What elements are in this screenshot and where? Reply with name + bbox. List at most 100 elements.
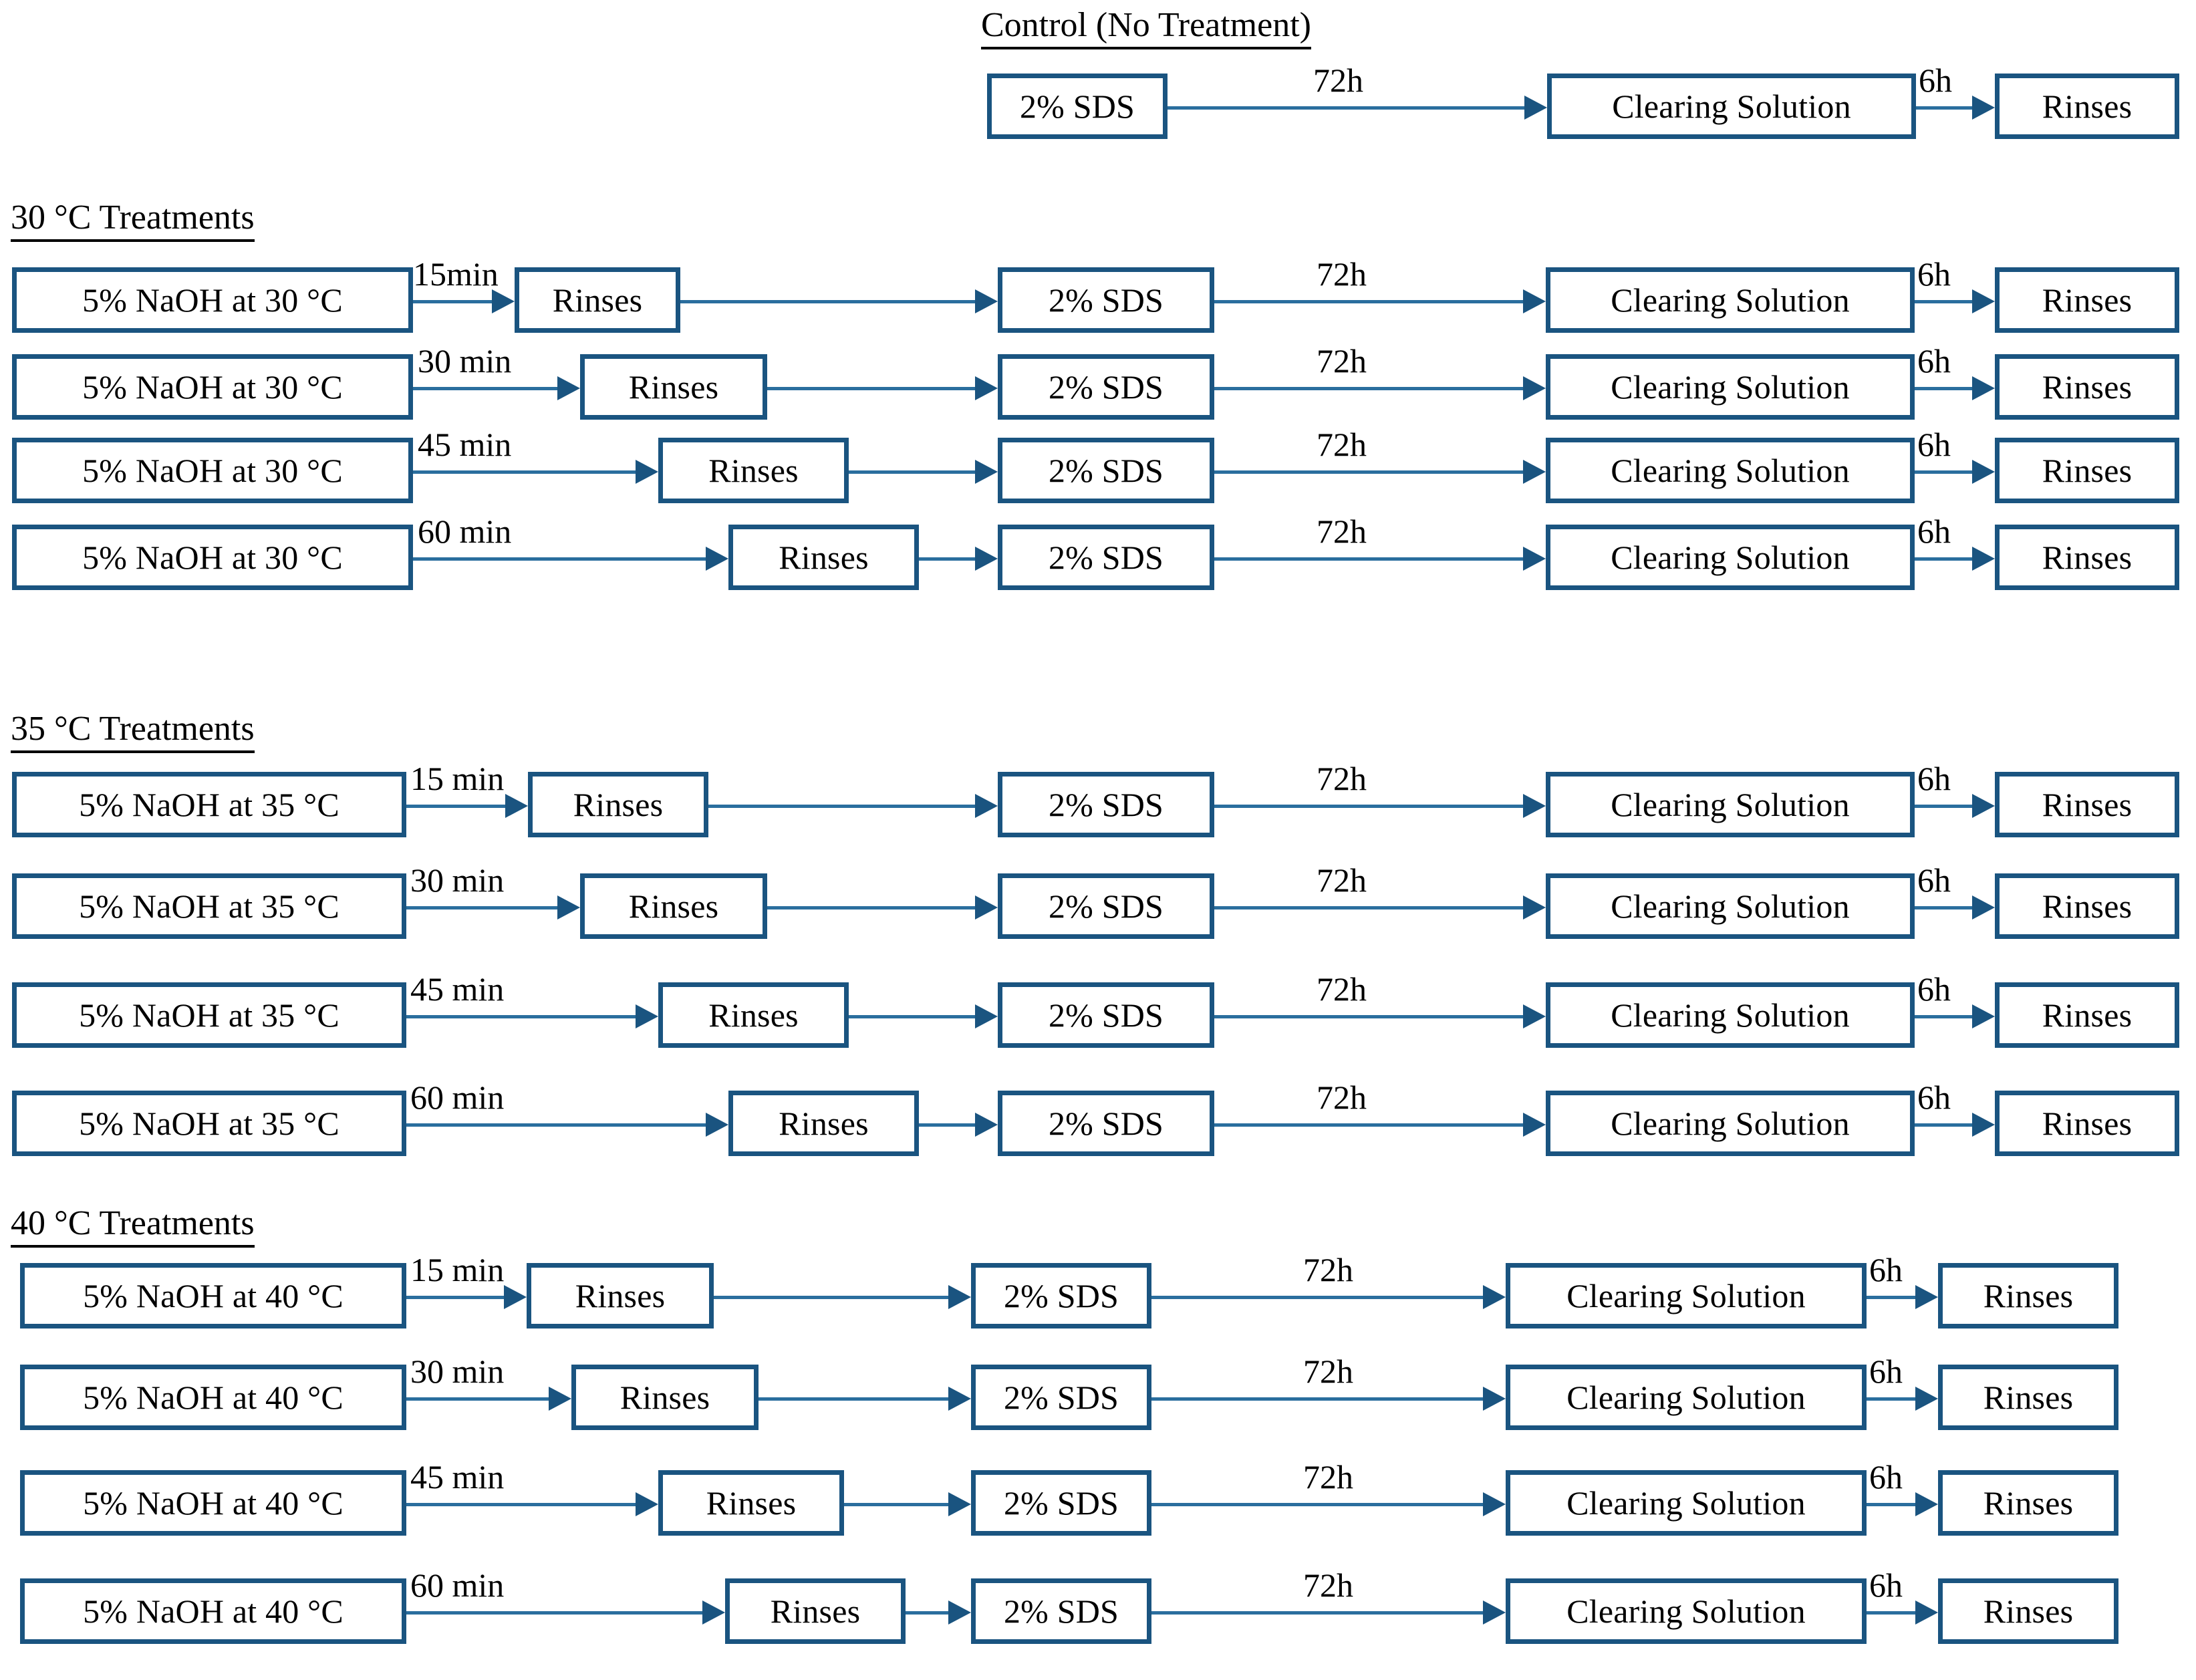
node-clearing-solution[interactable]: Clearing Solution xyxy=(1547,74,1916,139)
node-naoh[interactable]: 5% NaOH at 30 °C xyxy=(12,354,413,420)
node-rinses[interactable]: Rinses xyxy=(528,772,708,837)
node-sds[interactable]: 2% SDS xyxy=(971,1365,1151,1430)
node-naoh[interactable]: 5% NaOH at 40 °C xyxy=(20,1365,406,1430)
node-clearing-solution[interactable]: Clearing Solution xyxy=(1546,438,1915,503)
node-clearing-solution[interactable]: Clearing Solution xyxy=(1506,1578,1867,1644)
node-rinses[interactable]: Rinses xyxy=(580,354,767,420)
node-sds[interactable]: 2% SDS xyxy=(971,1470,1151,1536)
node-clearing-solution[interactable]: Clearing Solution xyxy=(1506,1263,1867,1328)
connector-line xyxy=(919,1123,975,1127)
arrowhead-icon xyxy=(948,1285,971,1309)
node-sds[interactable]: 2% SDS xyxy=(971,1263,1151,1328)
node-rinses-final[interactable]: Rinses xyxy=(1995,1091,2179,1156)
node-rinses[interactable]: Rinses xyxy=(728,1091,919,1156)
node-naoh[interactable]: 5% NaOH at 40 °C xyxy=(20,1578,406,1644)
connector-line xyxy=(680,300,975,303)
node-naoh[interactable]: 5% NaOH at 30 °C xyxy=(12,267,413,333)
node-clearing-solution[interactable]: Clearing Solution xyxy=(1546,873,1915,939)
node-clearing-solution[interactable]: Clearing Solution xyxy=(1546,354,1915,420)
node-label: Rinses xyxy=(708,452,799,489)
node-sds[interactable]: 2% SDS xyxy=(971,1578,1151,1644)
node-rinses-final[interactable]: Rinses xyxy=(1995,354,2179,420)
node-rinses-final[interactable]: Rinses xyxy=(1938,1365,2118,1430)
node-rinses-final[interactable]: Rinses xyxy=(1995,74,2179,139)
node-label: 2% SDS xyxy=(1048,281,1164,319)
node-rinses-final[interactable]: Rinses xyxy=(1995,982,2179,1048)
node-sds[interactable]: 2% SDS xyxy=(998,1091,1214,1156)
duration-label: 60 min xyxy=(410,1566,505,1604)
duration-label: 6h xyxy=(1917,1079,1951,1116)
node-rinses-final[interactable]: Rinses xyxy=(1995,438,2179,503)
node-naoh[interactable]: 5% NaOH at 40 °C xyxy=(20,1470,406,1536)
node-clearing-solution[interactable]: Clearing Solution xyxy=(1546,1091,1915,1156)
node-sds[interactable]: 2% SDS xyxy=(987,74,1168,139)
node-naoh[interactable]: 5% NaOH at 35 °C xyxy=(12,873,406,939)
node-clearing-solution[interactable]: Clearing Solution xyxy=(1506,1470,1867,1536)
node-naoh[interactable]: 5% NaOH at 30 °C xyxy=(12,525,413,590)
node-naoh[interactable]: 5% NaOH at 40 °C xyxy=(20,1263,406,1328)
duration-label: 30 min xyxy=(410,861,505,899)
node-clearing-solution[interactable]: Clearing Solution xyxy=(1546,267,1915,333)
node-label: Rinses xyxy=(2042,368,2133,406)
arrowhead-icon xyxy=(1523,289,1546,313)
node-sds[interactable]: 2% SDS xyxy=(998,438,1214,503)
arrowhead-icon xyxy=(975,1113,998,1137)
node-label: Rinses xyxy=(1983,1277,2074,1314)
node-sds[interactable]: 2% SDS xyxy=(998,525,1214,590)
node-sds[interactable]: 2% SDS xyxy=(998,772,1214,837)
arrowhead-icon xyxy=(636,1004,658,1028)
node-label: 2% SDS xyxy=(1003,1379,1119,1416)
node-rinses[interactable]: Rinses xyxy=(571,1365,759,1430)
duration-label: 6h xyxy=(1869,1251,1903,1288)
arrowhead-icon xyxy=(636,460,658,484)
arrowhead-icon xyxy=(1972,1113,1995,1137)
node-sds[interactable]: 2% SDS xyxy=(998,354,1214,420)
connector-line xyxy=(1915,805,1972,808)
node-naoh[interactable]: 5% NaOH at 35 °C xyxy=(12,772,406,837)
node-naoh[interactable]: 5% NaOH at 35 °C xyxy=(12,1091,406,1156)
node-rinses[interactable]: Rinses xyxy=(580,873,767,939)
arrowhead-icon xyxy=(1483,1285,1506,1309)
connector-line xyxy=(1915,470,1972,474)
connector-line xyxy=(1214,300,1523,303)
node-label: Rinses xyxy=(706,1484,797,1522)
node-rinses[interactable]: Rinses xyxy=(515,267,680,333)
connector-line xyxy=(1168,106,1524,110)
node-rinses-final[interactable]: Rinses xyxy=(1995,525,2179,590)
arrowhead-icon xyxy=(948,1387,971,1411)
node-clearing-solution[interactable]: Clearing Solution xyxy=(1506,1365,1867,1430)
node-sds[interactable]: 2% SDS xyxy=(998,267,1214,333)
node-rinses-final[interactable]: Rinses xyxy=(1995,772,2179,837)
node-rinses[interactable]: Rinses xyxy=(728,525,919,590)
node-rinses-final[interactable]: Rinses xyxy=(1938,1263,2118,1328)
node-naoh[interactable]: 5% NaOH at 35 °C xyxy=(12,982,406,1048)
node-sds[interactable]: 2% SDS xyxy=(998,982,1214,1048)
node-label: 2% SDS xyxy=(1048,887,1164,925)
node-clearing-solution[interactable]: Clearing Solution xyxy=(1546,525,1915,590)
connector-line xyxy=(1214,470,1523,474)
connector-line xyxy=(919,557,975,561)
node-rinses-final[interactable]: Rinses xyxy=(1938,1578,2118,1644)
duration-label: 6h xyxy=(1917,426,1951,463)
node-label: 2% SDS xyxy=(1048,996,1164,1034)
node-sds[interactable]: 2% SDS xyxy=(998,873,1214,939)
connector-line xyxy=(714,1296,948,1299)
node-rinses-final[interactable]: Rinses xyxy=(1938,1470,2118,1536)
node-clearing-solution[interactable]: Clearing Solution xyxy=(1546,772,1915,837)
node-label: 5% NaOH at 40 °C xyxy=(83,1484,344,1522)
arrowhead-icon xyxy=(975,289,998,313)
node-rinses-final[interactable]: Rinses xyxy=(1995,873,2179,939)
node-label: Clearing Solution xyxy=(1611,786,1850,823)
arrowhead-icon xyxy=(1972,794,1995,818)
node-rinses[interactable]: Rinses xyxy=(527,1263,714,1328)
node-clearing-solution[interactable]: Clearing Solution xyxy=(1546,982,1915,1048)
arrowhead-icon xyxy=(549,1387,571,1411)
node-label: 5% NaOH at 30 °C xyxy=(82,281,343,319)
node-rinses[interactable]: Rinses xyxy=(725,1578,906,1644)
node-rinses-final[interactable]: Rinses xyxy=(1995,267,2179,333)
node-rinses[interactable]: Rinses xyxy=(658,1470,844,1536)
node-rinses[interactable]: Rinses xyxy=(658,438,849,503)
connector-line xyxy=(759,1397,948,1401)
node-naoh[interactable]: 5% NaOH at 30 °C xyxy=(12,438,413,503)
node-rinses[interactable]: Rinses xyxy=(658,982,849,1048)
